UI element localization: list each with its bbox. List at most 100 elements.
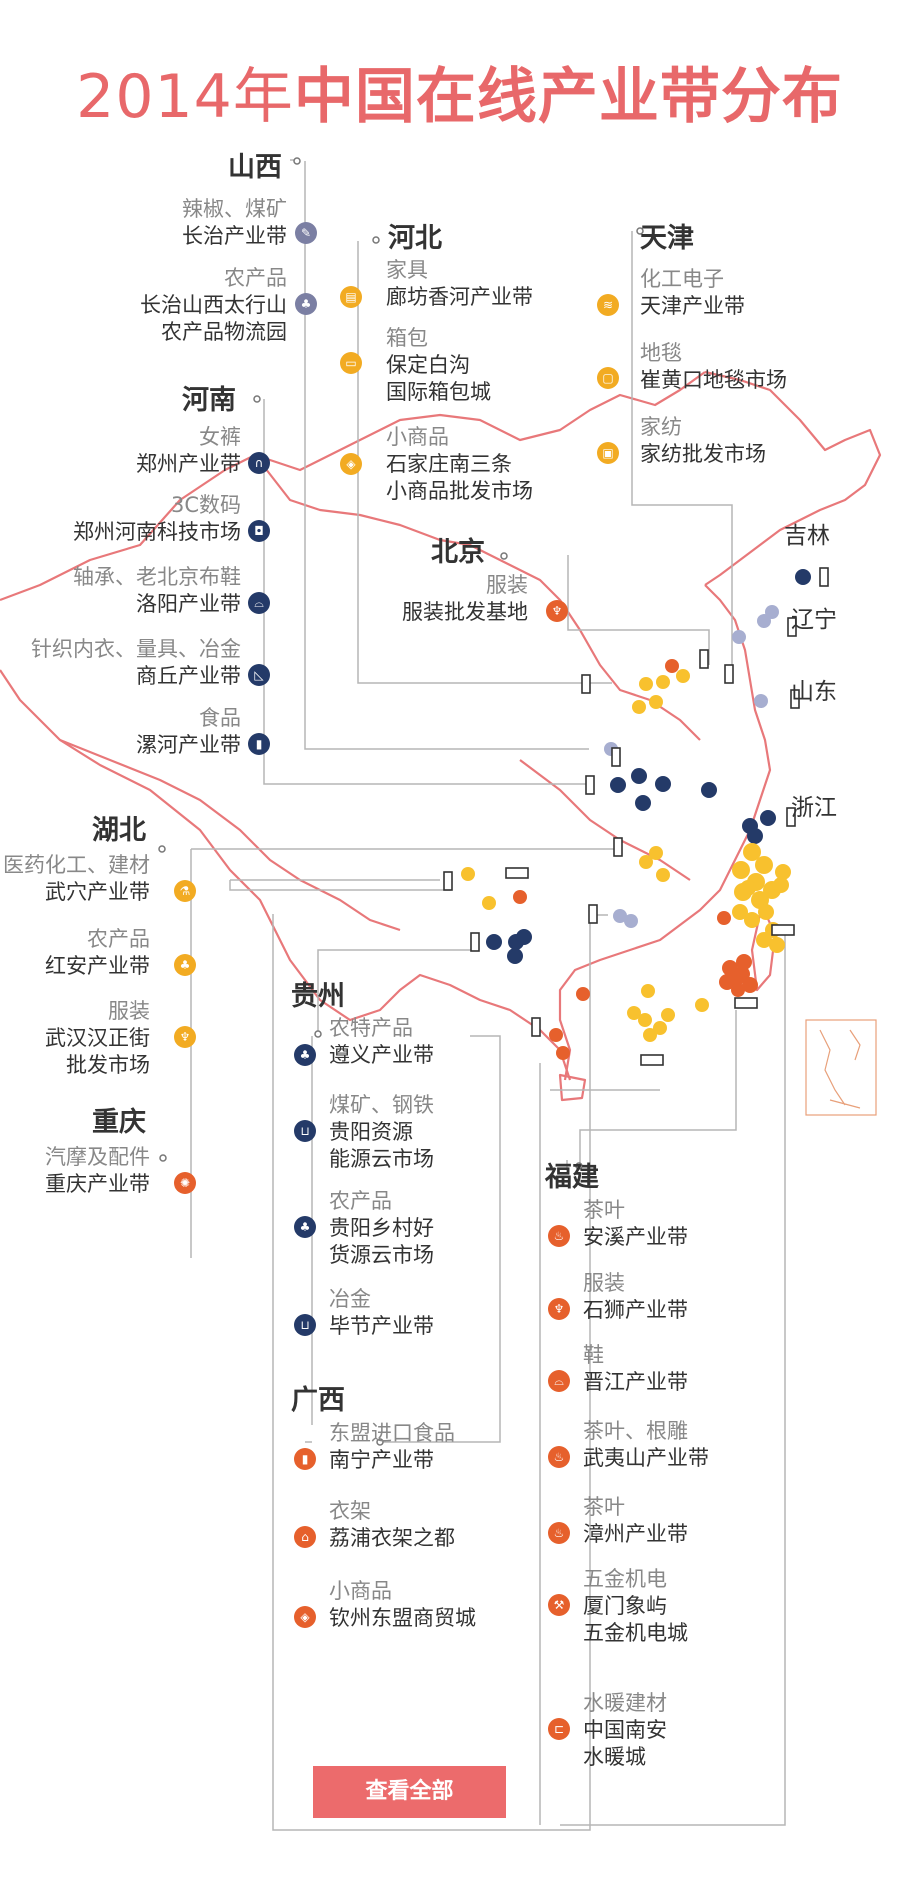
border-north-west	[0, 371, 706, 602]
list-item: 小商品 石家庄南三条 小商品批发市场	[386, 425, 533, 503]
circuit-icon: ≋	[597, 294, 619, 316]
map-borders	[0, 370, 882, 1102]
province-guizhou: 贵州	[291, 981, 345, 1012]
list-item: 衣架 荔浦衣架之都	[329, 1499, 455, 1550]
list-item: 鞋 晋江产业带	[583, 1343, 688, 1394]
border-inner-east	[579, 629, 701, 741]
list-item: 家纺 家纺批发市场	[640, 415, 766, 466]
list-item: 冶金 毕节产业带	[329, 1287, 434, 1338]
faucet-icon: ⊏	[548, 1718, 570, 1740]
map-label-zhejiang: 浙江	[791, 795, 837, 821]
map-markers	[443, 567, 829, 1066]
list-item: 家具 廊坊香河产业带	[386, 258, 533, 309]
tag-icon: ◈	[340, 453, 362, 475]
connector-lines	[190, 159, 786, 1831]
wheat-icon: ♣	[294, 1044, 316, 1066]
tea-icon: ♨	[548, 1446, 570, 1468]
dots-slate	[604, 605, 779, 928]
line-dots	[158, 157, 644, 1446]
shirt-icon: ♆	[548, 1298, 570, 1320]
cart-icon: ⊔	[294, 1120, 316, 1142]
list-item: 茶叶 漳州产业带	[583, 1495, 688, 1546]
province-tianjin: 天津	[640, 223, 694, 254]
province-shanxi: 山西	[228, 152, 282, 183]
cart-icon: ⊔	[294, 1314, 316, 1336]
pepper-icon: ✎	[295, 222, 317, 244]
south-sea-inset	[805, 1019, 877, 1116]
wheat-icon: ♣	[294, 1216, 316, 1238]
suitcase-icon: ▭	[340, 352, 362, 374]
view-all-button[interactable]: 查看全部	[313, 1766, 506, 1818]
list-item: 水暖建材 中国南安 水暖城	[583, 1691, 667, 1769]
list-item: 茶叶、根雕 武夷山产业带	[583, 1419, 709, 1470]
list-item: 服装 服装批发基地	[402, 573, 528, 624]
list-item: 农产品 长治山西太行山 农产品物流园	[140, 266, 287, 344]
province-hebei: 河北	[388, 223, 442, 254]
list-item: 服装 石狮产业带	[583, 1271, 688, 1322]
list-item: 针织内衣、量具、冶金 商丘产业带	[31, 637, 241, 688]
shoe-icon: ⌓	[548, 1370, 570, 1392]
wheat-icon: ♣	[295, 293, 317, 315]
bottle-icon: ▮	[294, 1448, 316, 1470]
list-item: 辣椒、煤矿 长治产业带	[182, 197, 287, 248]
list-item: 女裤 郑州产业带	[136, 425, 241, 476]
dots-navy	[486, 569, 811, 964]
border-coast	[558, 584, 772, 1081]
border-hainan	[558, 1073, 587, 1102]
wheat-icon: ♣	[174, 954, 196, 976]
ruler-icon: ◺	[248, 664, 270, 686]
bottle-icon: ▮	[248, 733, 270, 755]
shirt-icon: ♆	[546, 600, 568, 622]
tea-icon: ♨	[548, 1522, 570, 1544]
list-item: 食品 漯河产业带	[136, 706, 241, 757]
list-item: 农特产品 遵义产业带	[329, 1016, 434, 1067]
list-item: 服装 武汉汉正街 批发市场	[45, 999, 150, 1077]
list-item: 化工电子 天津产业带	[640, 267, 745, 318]
shirt-icon: ♆	[174, 1026, 196, 1048]
tea-icon: ♨	[548, 1225, 570, 1247]
province-fujian: 福建	[545, 1162, 599, 1193]
pants-icon: ∩	[248, 452, 270, 474]
rug-icon: ▢	[597, 367, 619, 389]
bedding-icon: ▣	[597, 442, 619, 464]
border-inner-north	[254, 454, 581, 631]
map-label-shandong: 山东	[791, 679, 837, 705]
list-item: 煤矿、钢铁 贵阳资源 能源云市场	[329, 1093, 434, 1171]
map-label-jilin: 吉林	[784, 523, 830, 549]
title-main: 中国在线产业带分布	[293, 62, 843, 132]
list-item: 汽摩及配件 重庆产业带	[45, 1145, 150, 1196]
province-chongqing: 重庆	[92, 1107, 146, 1138]
shoe-icon: ⌓	[248, 592, 270, 614]
cabinet-icon: ▤	[340, 286, 362, 308]
border-inner-south	[519, 759, 691, 881]
list-item: 农产品 红安产业带	[45, 927, 150, 978]
list-item: 小商品 钦州东盟商贸城	[329, 1579, 476, 1630]
list-item: 农产品 贵阳乡村好 货源云市场	[329, 1189, 434, 1267]
hanger-icon: ⌂	[294, 1526, 316, 1548]
list-item: 医药化工、建材 武穴产业带	[3, 853, 150, 904]
map-label-liaoning: 辽宁	[791, 607, 837, 633]
province-guangxi: 广西	[291, 1385, 345, 1416]
province-henan: 河南	[182, 385, 236, 416]
wrench-icon: ⚒	[548, 1594, 570, 1616]
list-item: 轴承、老北京布鞋 洛阳产业带	[73, 565, 241, 616]
dots-amber	[461, 669, 791, 1042]
page-title: 2014年中国在线产业带分布	[0, 48, 919, 135]
list-item: 茶叶 安溪产业带	[583, 1198, 688, 1249]
title-year: 2014年	[76, 62, 294, 132]
list-item: 五金机电 厦门象屿 五金机电城	[583, 1567, 688, 1645]
gear-icon: ✺	[174, 1172, 196, 1194]
list-item: 3C数码 郑州河南科技市场	[73, 493, 241, 544]
border-south-west	[59, 739, 572, 1081]
province-hubei: 湖北	[92, 815, 146, 846]
list-item: 箱包 保定白沟 国际箱包城	[386, 326, 491, 404]
dots-orange	[513, 659, 758, 1060]
border-north-east	[704, 370, 882, 586]
list-item: 东盟进口食品 南宁产业带	[329, 1421, 455, 1472]
list-item: 地毯 崔黄口地毯市场	[640, 341, 787, 392]
tag-icon: ◈	[294, 1606, 316, 1628]
border-west	[0, 669, 401, 932]
flask-icon: ⚗	[174, 880, 196, 902]
